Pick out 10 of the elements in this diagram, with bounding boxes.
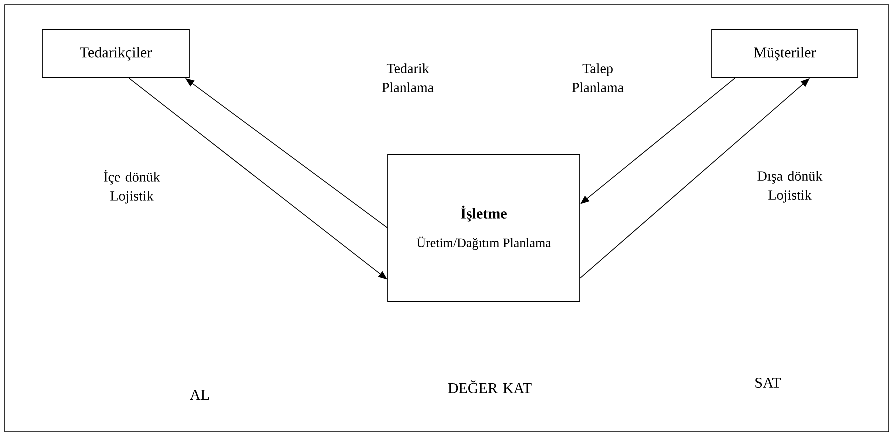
process-box: Müşteriler xyxy=(712,30,858,78)
text-label: Dışa dönük Lojistik xyxy=(758,171,823,203)
text-label: DEĞER KAT xyxy=(448,380,532,394)
process-box: İşletme Üretim/Dağıtım Planlama xyxy=(388,154,580,302)
text-label: SAT xyxy=(756,378,782,388)
text-label: İçe dönük Lojistik xyxy=(104,170,160,204)
text-label: Tedarik Planlama xyxy=(382,64,434,92)
text-label: Talep Planlama xyxy=(572,64,624,92)
text-label: AL xyxy=(190,390,210,400)
process-box: Tedarikçiler xyxy=(42,30,190,78)
